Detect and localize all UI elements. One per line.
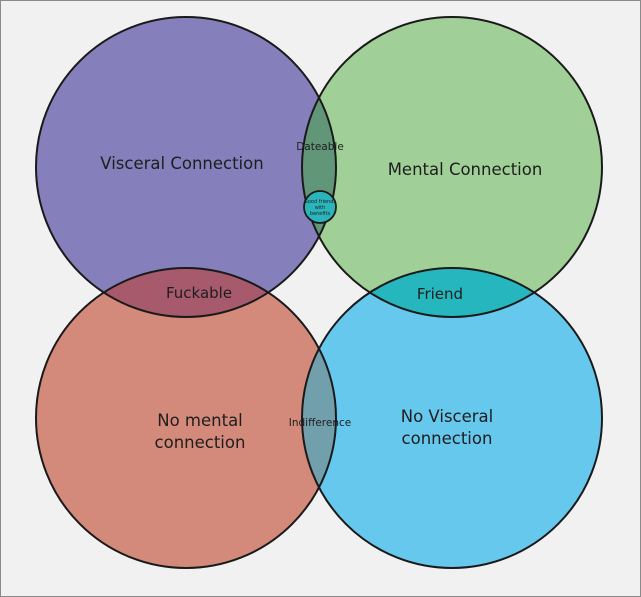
good-friends-label-line1: Good friends xyxy=(304,199,336,205)
no-mental-connection-label-line1: No mental xyxy=(157,411,243,430)
good-friends-label-line2: with xyxy=(315,205,326,211)
no-mental-connection-label-line2: connection xyxy=(155,433,246,452)
no-visceral-connection-label-line1: No Visceral xyxy=(401,407,494,426)
visceral-connection-circle xyxy=(36,17,336,317)
friend-label: Friend xyxy=(417,285,463,303)
no-mental-connection-circle xyxy=(36,268,336,568)
no-mental-connection-outline xyxy=(35,267,337,569)
no-visceral-connection-outline xyxy=(301,267,603,569)
mental-connection-label: Mental Connection xyxy=(388,160,543,179)
indifference-label: Indifference xyxy=(289,417,351,429)
good-friends-with-benefits-circle xyxy=(303,190,337,224)
no-visceral-connection-circle xyxy=(302,268,602,568)
fuckable-label: Fuckable xyxy=(166,284,232,302)
good-friends-label-line3: benefits xyxy=(310,211,331,217)
mental-connection-outline xyxy=(301,16,603,318)
no-visceral-connection-label-line2: connection xyxy=(402,429,493,448)
visceral-connection-outline xyxy=(35,16,337,318)
dateable-label: Dateable xyxy=(296,141,344,153)
mental-connection-circle xyxy=(302,17,602,317)
visceral-connection-label: Visceral Connection xyxy=(100,154,263,173)
